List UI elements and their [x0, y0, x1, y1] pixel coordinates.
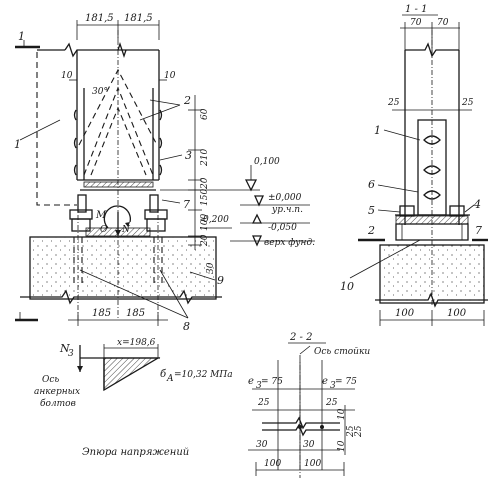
- stress-axis-label-1: Ось: [42, 375, 59, 385]
- callout-1: 1: [14, 138, 21, 151]
- sec22-dim-10-b: 10: [337, 440, 347, 452]
- dim-10-right: 10: [164, 71, 176, 81]
- sec22-dim-25-left: 25: [257, 398, 270, 408]
- section-2-2-title: 2 - 2: [289, 332, 312, 343]
- sec22-dim-30-left: 30: [256, 440, 268, 450]
- sec22-e3-left: е: [248, 376, 254, 387]
- dim-60: 60: [200, 108, 210, 120]
- dim-210: 210: [200, 149, 210, 167]
- sec-callout-6: 6: [368, 178, 375, 191]
- sec22-dim-10: 10: [337, 408, 347, 420]
- dim-150: 150: [200, 189, 210, 206]
- dim-185-right: 185: [126, 308, 145, 319]
- section-1-1: 1 - 1 70 70 25 25 2: [340, 4, 488, 326]
- dim-20-b: 20: [200, 234, 210, 247]
- stress-diagram: N 3 x=198,6 б A =10,32 МПа Ось анкерных …: [34, 338, 233, 458]
- point-O-label: O: [100, 225, 108, 235]
- stress-axis-label-2: анкерных: [34, 387, 80, 397]
- dim-30: 30: [206, 262, 216, 274]
- sec22-dim-25-b: 25: [354, 425, 364, 438]
- cut-2-left: 2: [367, 224, 375, 237]
- dim-10-left: 10: [61, 71, 73, 81]
- angle-30-label: 30°: [92, 87, 108, 97]
- stress-N-sub: 3: [68, 349, 74, 359]
- sec22-e3-right-sub: 3: [330, 381, 336, 391]
- sec-callout-5: 5: [368, 204, 375, 217]
- sec22-e3-right-value: = 75: [335, 377, 357, 387]
- stress-caption: Эпюра напряжений: [82, 447, 189, 458]
- elev-top-foundation: верх фунд.: [264, 238, 315, 248]
- main-elevation: 1 181,5 181,5 10 10 30°: [14, 13, 315, 333]
- sec22-e3-right: е: [322, 376, 328, 387]
- sec22-e3-left-value: = 75: [261, 377, 283, 387]
- stress-sigma-value: =10,32 МПа: [174, 370, 233, 380]
- callout-3: 3: [185, 149, 192, 162]
- dim-181-5-right: 181,5: [124, 13, 153, 24]
- force-N-label: N: [121, 225, 131, 235]
- dim-20-a: 20: [200, 177, 210, 190]
- section-1-1-title: 1 - 1: [405, 4, 427, 15]
- callout-9: 9: [217, 274, 224, 287]
- stress-x-label: x=198,6: [117, 338, 156, 348]
- sec22-axis-label: Ось стойки: [314, 347, 370, 357]
- dim-185-left: 185: [92, 308, 111, 319]
- elev-0-100: 0,100: [254, 157, 280, 167]
- stress-sigma: б: [160, 369, 167, 380]
- sec-dim-100-left: 100: [395, 308, 415, 319]
- elev-minus-0-050: -0,050: [268, 223, 297, 233]
- stress-N-label: N: [59, 342, 70, 355]
- section-2-2: 2 - 2 Ось стойки е 3 = 75 е 3 = 75 25 25…: [248, 332, 370, 478]
- sec-callout-1: 1: [374, 124, 381, 137]
- callout-8: 8: [183, 320, 190, 333]
- elev-upp-label: ур.ч.п.: [271, 205, 303, 215]
- sec22-dim-30-mid: 30: [303, 440, 315, 450]
- dim-181-5-left: 181,5: [85, 13, 114, 24]
- sec22-e3-left-sub: 3: [256, 381, 262, 391]
- dim-100: 100: [200, 214, 210, 231]
- dim-70-right: 70: [437, 18, 449, 28]
- elev-pm-0-000: ±0,000: [268, 193, 302, 203]
- sec-callout-4: 4: [473, 198, 481, 211]
- cut-1-top-label: 1: [18, 30, 25, 43]
- sec-dim-100-right: 100: [447, 308, 467, 319]
- sec22-dim-100-left: 100: [264, 459, 281, 469]
- stress-axis-label-3: болтов: [40, 398, 76, 409]
- moment-M-label: M: [95, 210, 107, 221]
- dim-25-right: 25: [461, 98, 474, 108]
- elev-minus-0-200: -0,200: [200, 215, 229, 225]
- dim-25-left: 25: [387, 98, 400, 108]
- dim-70-left: 70: [410, 18, 422, 28]
- stress-sigma-sub: A: [166, 374, 174, 384]
- sec22-dim-25-a: 25: [346, 425, 356, 438]
- callout-2: 2: [183, 94, 191, 107]
- sec22-dim-100-right: 100: [304, 459, 321, 469]
- cut-7-right: 7: [475, 224, 482, 237]
- callout-7: 7: [183, 198, 190, 211]
- sec22-dim-25-right: 25: [325, 398, 338, 408]
- sec-callout-10: 10: [340, 280, 354, 293]
